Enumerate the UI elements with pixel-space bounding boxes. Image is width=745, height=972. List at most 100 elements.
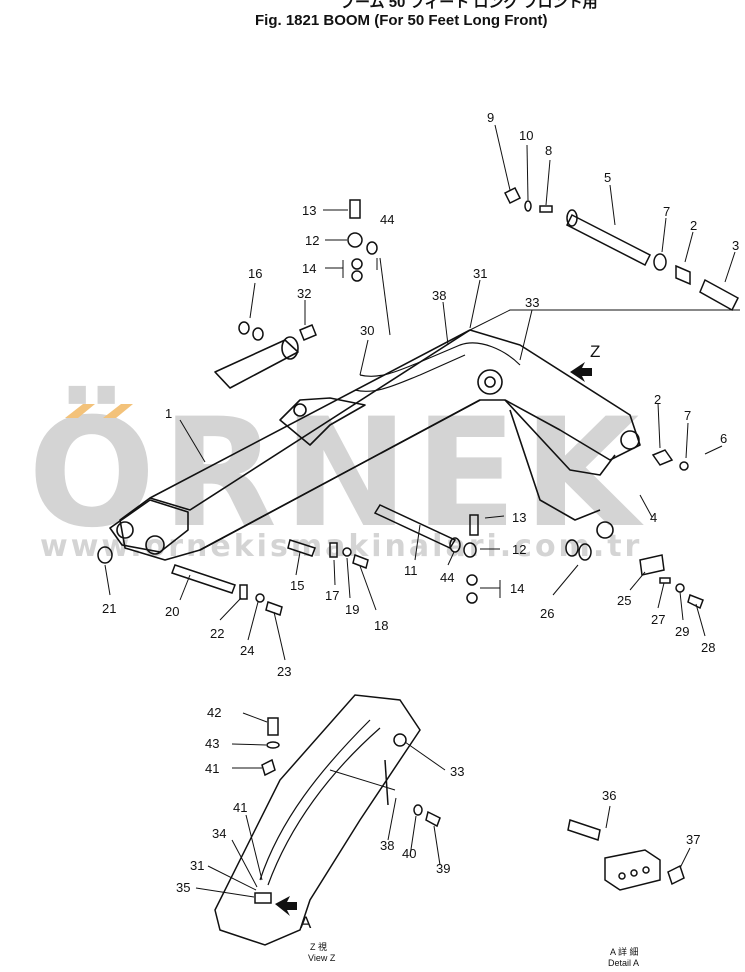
bushing-2 bbox=[675, 264, 691, 286]
leader-line-top bbox=[469, 309, 740, 331]
pin-20 bbox=[171, 564, 236, 594]
leader-44-top bbox=[379, 257, 391, 336]
label-27: 27 bbox=[651, 612, 665, 627]
boom-tip-boss bbox=[620, 430, 640, 450]
label-37: 37 bbox=[686, 832, 700, 847]
center-bracket bbox=[279, 397, 366, 446]
bolt-42 bbox=[267, 717, 279, 736]
bolt-13-top bbox=[349, 199, 361, 219]
boom-head-boss bbox=[477, 369, 503, 395]
label-44-top: 44 bbox=[380, 212, 394, 227]
leader-22 bbox=[219, 597, 242, 621]
pin-5 bbox=[565, 213, 652, 267]
label-29: 29 bbox=[675, 624, 689, 639]
bushing-2-lower bbox=[651, 449, 674, 466]
callout-texts: Z A Z 視 View Z A 詳 細 Detail A bbox=[300, 342, 639, 968]
leader-16 bbox=[249, 282, 256, 319]
label-2-lower: 2 bbox=[654, 392, 661, 407]
fitting-32 bbox=[299, 324, 317, 341]
detail-a-port-1 bbox=[618, 872, 626, 880]
label-41-top: 41 bbox=[205, 761, 219, 776]
nut-14-lower-b bbox=[466, 592, 478, 604]
leader-11 bbox=[414, 524, 421, 561]
leader-23 bbox=[273, 611, 286, 661]
boom-cylinder-rod bbox=[214, 339, 299, 389]
bolt-39 bbox=[425, 810, 441, 828]
label-4: 4 bbox=[650, 510, 657, 525]
plate-17 bbox=[329, 542, 338, 558]
view-z-boss bbox=[393, 733, 407, 747]
leader-27 bbox=[657, 582, 665, 609]
washer-26b bbox=[578, 543, 592, 561]
watermark-umlaut-left bbox=[65, 404, 95, 418]
nut-14-lower-a bbox=[466, 574, 478, 586]
leader-31-top bbox=[469, 279, 481, 329]
label-38-lower: 38 bbox=[380, 838, 394, 853]
detail-a-block bbox=[604, 849, 661, 891]
leader-6 bbox=[704, 445, 723, 455]
boom-top-edge bbox=[149, 329, 471, 499]
boom-foot-bracket bbox=[509, 409, 601, 521]
label-35: 35 bbox=[176, 880, 190, 895]
view-z-hose-b bbox=[267, 727, 381, 886]
leader-10 bbox=[526, 144, 529, 201]
fitting-36 bbox=[567, 819, 601, 841]
label-31-lower: 31 bbox=[190, 858, 204, 873]
view-arrows bbox=[275, 362, 592, 916]
boom-assembly bbox=[109, 257, 740, 561]
part-labels: 1 2 2 3 4 5 6 7 7 8 9 10 11 12 12 13 13 … bbox=[102, 110, 739, 895]
bushing-12-lower bbox=[463, 542, 477, 558]
leader-28 bbox=[695, 603, 706, 637]
leader-33-lower bbox=[404, 741, 446, 771]
label-15: 15 bbox=[290, 578, 304, 593]
pin-15 bbox=[287, 539, 316, 557]
leader-33-top bbox=[519, 309, 533, 361]
washer-19 bbox=[342, 547, 352, 557]
washer-16b bbox=[252, 327, 264, 341]
ring-7 bbox=[653, 253, 667, 271]
label-34: 34 bbox=[212, 826, 226, 841]
leader-26 bbox=[552, 564, 579, 596]
pin-25 bbox=[639, 554, 665, 576]
leader-35 bbox=[195, 887, 255, 898]
block-35 bbox=[254, 892, 272, 904]
watermark-url: www.ornekismakinalari.com.tr bbox=[40, 529, 642, 564]
label-11: 11 bbox=[404, 563, 418, 578]
watermark-brand: ÖRNEK bbox=[28, 385, 645, 561]
leader-15 bbox=[295, 551, 301, 576]
arrow-z-icon bbox=[570, 362, 592, 382]
washer-29 bbox=[675, 583, 685, 593]
leader-7-upper bbox=[661, 217, 667, 253]
title-japanese: ブーム 50 フィート ロング フロント用 bbox=[340, 0, 598, 11]
leader-9 bbox=[494, 124, 511, 191]
leader-43 bbox=[231, 743, 267, 746]
boom-head-hole bbox=[484, 376, 496, 388]
label-9: 9 bbox=[487, 110, 494, 125]
washer-43 bbox=[266, 741, 280, 749]
leader-lines bbox=[104, 124, 736, 898]
label-6: 6 bbox=[720, 431, 727, 446]
view-z-clamp-line bbox=[329, 769, 396, 791]
label-28: 28 bbox=[701, 640, 715, 655]
label-13-top: 13 bbox=[302, 203, 316, 218]
label-33-lower: 33 bbox=[450, 764, 464, 779]
label-5: 5 bbox=[604, 170, 611, 185]
leader-36 bbox=[605, 805, 611, 829]
bushing-12-top bbox=[347, 232, 363, 248]
view-z-caption: View Z bbox=[308, 953, 336, 963]
leader-3 bbox=[724, 251, 736, 283]
leader-24 bbox=[247, 601, 259, 641]
leader-2-upper bbox=[684, 231, 694, 263]
washer-44-lower bbox=[449, 537, 461, 553]
leader-37 bbox=[679, 847, 691, 869]
label-13-lower: 13 bbox=[512, 510, 526, 525]
boom-foot-hole bbox=[116, 521, 134, 539]
label-26: 26 bbox=[540, 606, 554, 621]
bolt-9 bbox=[503, 186, 522, 205]
label-18: 18 bbox=[374, 618, 388, 633]
leader-29 bbox=[679, 591, 684, 621]
view-z-jp: Z 視 bbox=[310, 941, 327, 952]
bolt-18 bbox=[352, 553, 369, 570]
boom-foot-hole-lower bbox=[145, 535, 165, 555]
